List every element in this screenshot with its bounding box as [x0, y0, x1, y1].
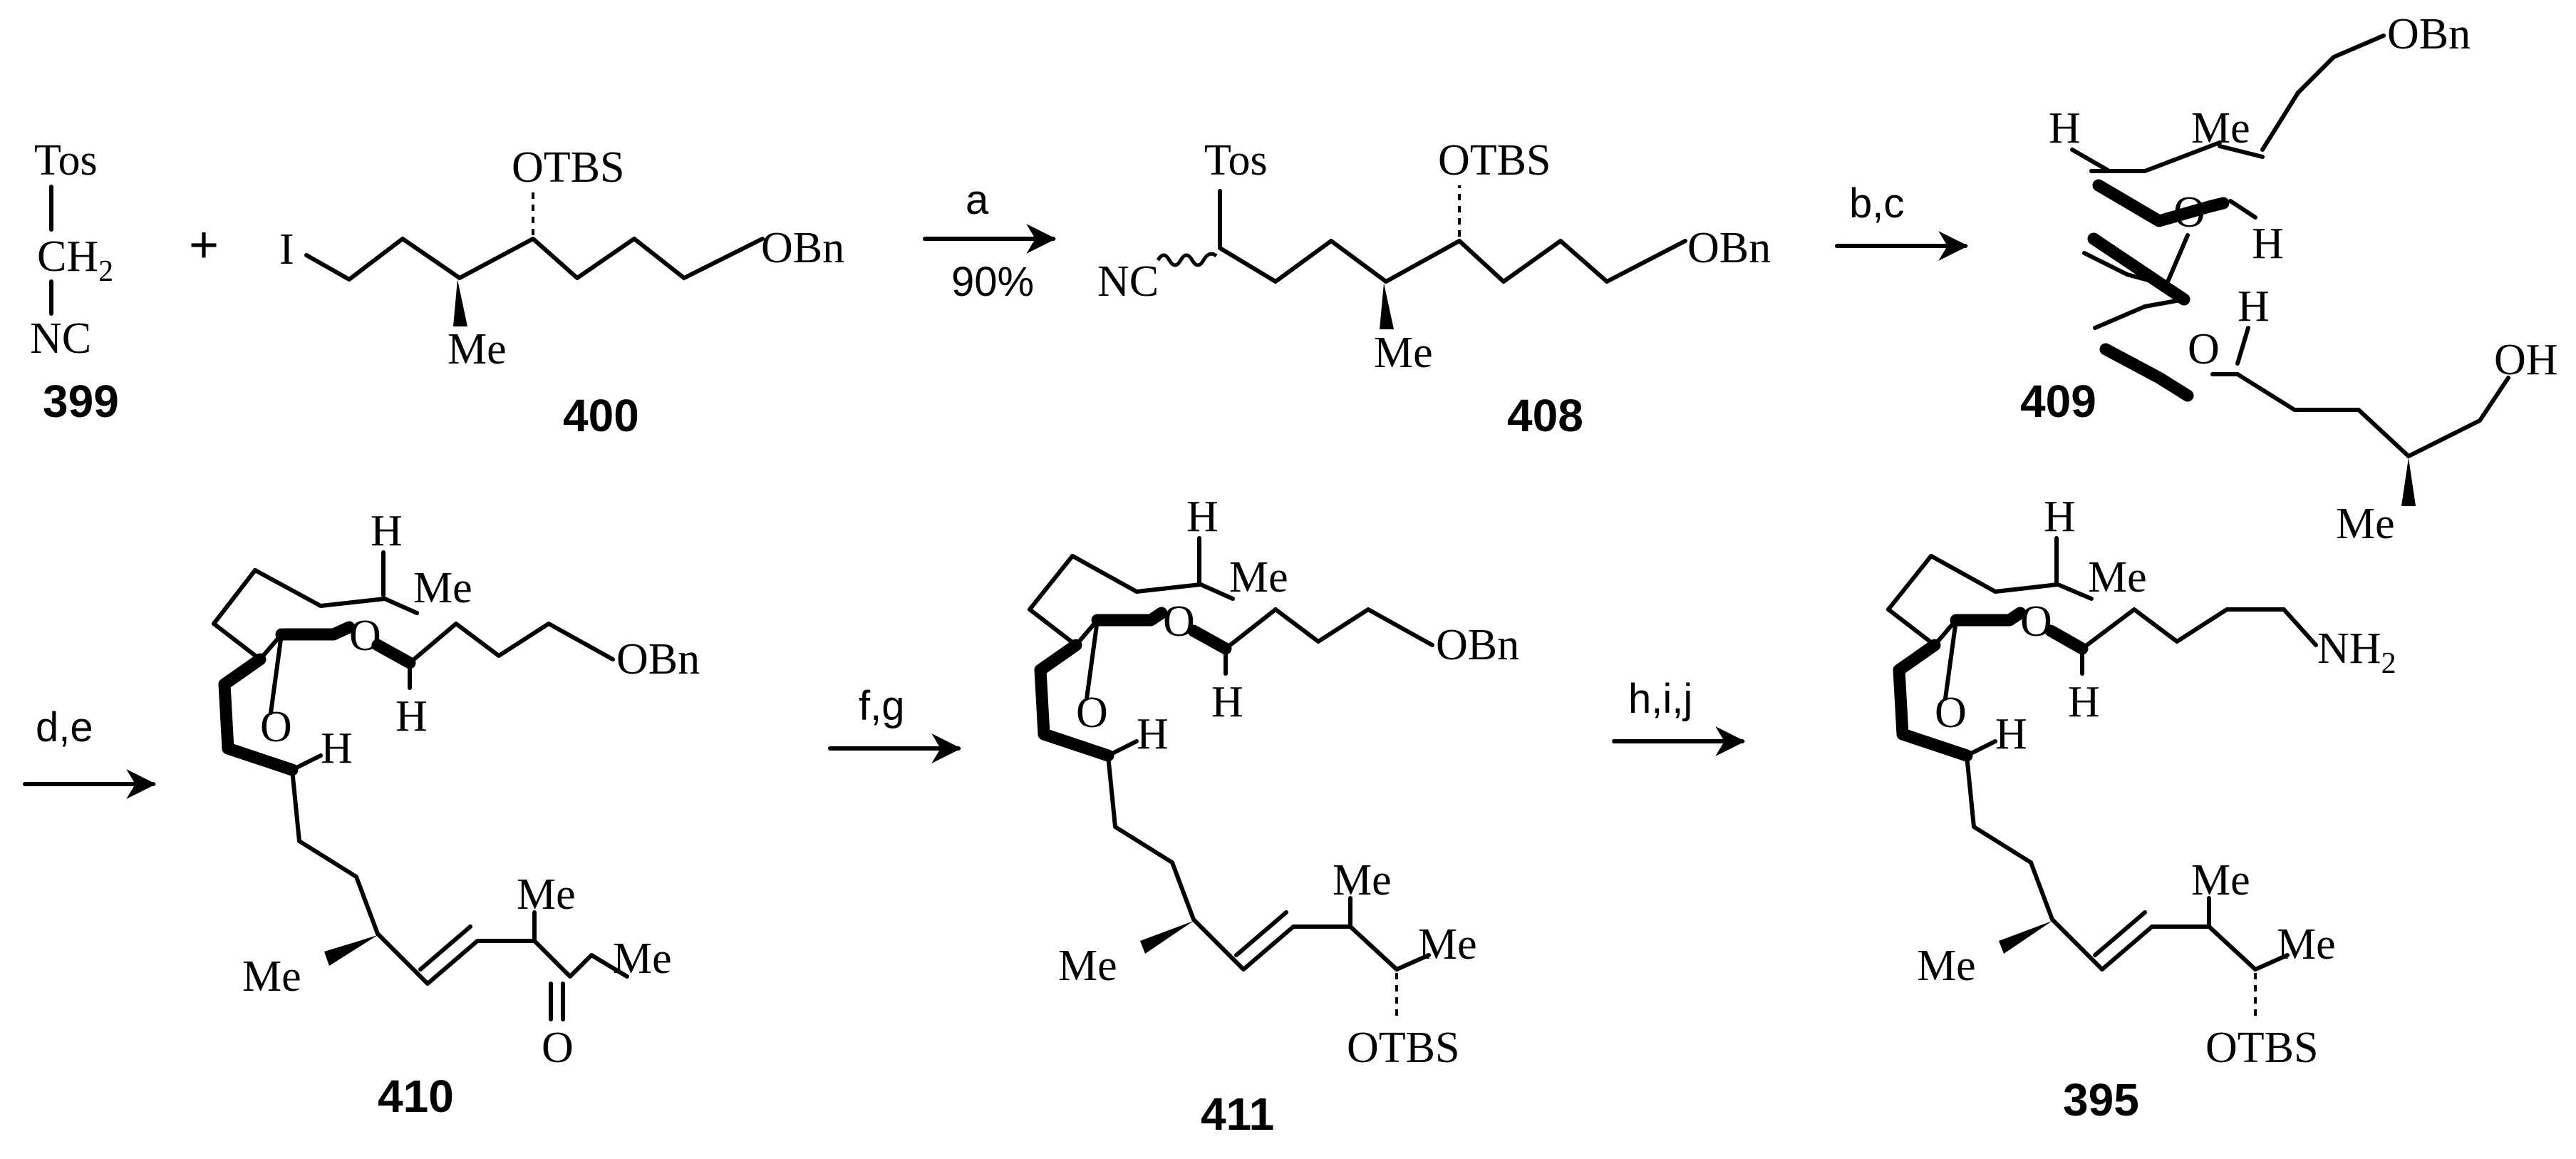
arrow-yield-a: 90%: [951, 259, 1034, 305]
reaction-arrow-de: d,e: [23, 704, 157, 799]
reaction-arrow-fg: f,g: [828, 683, 962, 763]
atom-ch2: CH2: [37, 232, 113, 288]
atom-h2: H: [2068, 678, 2100, 726]
atom-obn: OBn: [761, 224, 844, 272]
compound-400: I Me OTBS OBn 400: [279, 143, 844, 441]
atom-o2: O: [1935, 689, 1967, 737]
atom-me: Me: [448, 325, 507, 374]
atom-o2: O: [260, 703, 292, 751]
atom-o2: O: [1076, 689, 1108, 737]
atom-oh: OH: [2494, 336, 2558, 384]
atom-me2: Me: [2336, 500, 2395, 548]
atom-otbs: OTBS: [1438, 136, 1551, 185]
atom-h1: H: [2044, 493, 2076, 541]
compound-label-411: 411: [1201, 1088, 1274, 1140]
compound-label-400: 400: [563, 390, 639, 441]
atom-me2: Me: [242, 952, 301, 1001]
atom-obn: OBn: [1436, 621, 1519, 669]
atom-me3: Me: [517, 870, 576, 919]
plus-sign: +: [189, 217, 219, 274]
atom-me4: Me: [2277, 920, 2336, 969]
arrow-label-a: a: [966, 177, 989, 223]
atom-me2: Me: [1058, 942, 1117, 990]
reaction-arrow-hij: h,i,j: [1612, 676, 1746, 756]
atom-otbs: OTBS: [1347, 1024, 1459, 1072]
atom-me: Me: [413, 564, 472, 612]
atom-tos: Tos: [34, 136, 98, 185]
atom-o1: O: [2020, 597, 2052, 646]
atom-o2: O: [2188, 325, 2220, 374]
atom-h1: H: [1186, 493, 1219, 541]
atom-me3: Me: [1333, 856, 1392, 905]
compound-399: Tos CH2 NC 399: [30, 136, 119, 427]
atom-iodine: I: [279, 225, 294, 274]
atom-obn: OBn: [616, 635, 700, 684]
atom-o1: O: [349, 612, 381, 660]
compound-label-409: 409: [2020, 376, 2096, 427]
atom-nc: NC: [1097, 257, 1159, 306]
atom-me4: Me: [1418, 920, 1477, 969]
atom-h3: H: [321, 724, 353, 773]
atom-otbs: OTBS: [2205, 1024, 2318, 1072]
atom-me: Me: [1229, 553, 1288, 602]
atom-o3: O: [542, 1024, 574, 1072]
atom-h3: H: [1137, 710, 1169, 758]
compound-411: H Me O OBn H O H Me Me Me OTBS 411: [1028, 493, 1519, 1140]
atom-obn: OBn: [1687, 224, 1771, 272]
reaction-arrow-a: a 90%: [923, 177, 1057, 305]
atom-h1: H: [371, 507, 403, 555]
atom-nc: NC: [30, 314, 91, 363]
arrow-label-hij: h,i,j: [1628, 676, 1692, 722]
atom-me2: Me: [1917, 942, 1976, 990]
atom-nh2: NH2: [2317, 624, 2396, 680]
atom-h2: H: [1211, 678, 1243, 726]
atom-o1: O: [2173, 188, 2205, 237]
atom-h2: H: [2252, 220, 2284, 268]
atom-h3: H: [1995, 710, 2027, 758]
compound-410: H Me O OBn H O H Me Me O Me 410: [212, 507, 700, 1122]
compound-label-410: 410: [378, 1071, 454, 1122]
reaction-arrow-bc: b,c: [1835, 180, 1969, 261]
atom-me3: Me: [2191, 856, 2250, 905]
atom-me: Me: [1374, 329, 1433, 377]
arrow-label-bc: b,c: [1849, 180, 1904, 227]
atom-obn: OBn: [2387, 10, 2471, 58]
atom-h2: H: [395, 692, 428, 741]
compound-label-408: 408: [1507, 390, 1583, 441]
atom-me: Me: [2088, 553, 2147, 602]
atom-otbs: OTBS: [512, 143, 624, 192]
atom-h3: H: [2238, 282, 2270, 331]
atom-h1: H: [2049, 104, 2081, 153]
atom-o1: O: [1163, 597, 1195, 646]
compound-408: NC Tos Me OTBS OBn 408: [1097, 136, 1771, 441]
arrow-label-de: d,e: [36, 704, 93, 751]
compound-395: H Me O NH2 H O H Me Me Me OTBS 395: [1886, 493, 2396, 1125]
arrow-label-fg: f,g: [859, 683, 905, 729]
atom-me4: Me: [613, 934, 672, 983]
compound-409: H Me OBn O H O H OH Me 409: [2020, 10, 2558, 548]
compound-label-395: 395: [2063, 1074, 2139, 1125]
atom-tos: Tos: [1204, 136, 1268, 185]
compound-label-399: 399: [43, 376, 119, 427]
